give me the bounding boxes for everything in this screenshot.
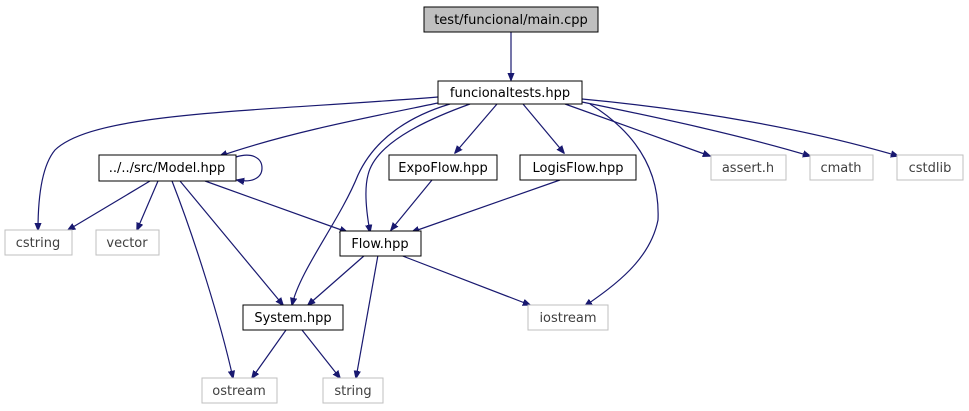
edges-layer [38,32,898,378]
edge-flow-to-system [308,254,366,305]
node-vector[interactable]: vector [95,229,160,256]
edge-flow-to-iostream [399,254,530,305]
node-label: System.hpp [254,311,331,326]
node-string[interactable]: string [322,377,384,404]
edge-model-to-system [179,180,283,305]
node-system-hpp[interactable]: System.hpp [242,304,344,331]
node-label: LogisFlow.hpp [533,161,624,176]
node-label: iostream [539,311,596,326]
node-model-hpp[interactable]: ../../src/Model.hpp [98,154,237,182]
edge-funcionaltests-to-system [292,103,451,305]
edge-expoflow-to-flow [391,179,433,230]
edge-system-to-ostream [252,329,287,378]
edge-funcionaltests-to-flow [366,103,471,232]
node-label: assert.h [722,161,774,176]
edge-logisflow-to-flow [412,179,561,232]
edge-funcionaltests-to-cstdlib [581,98,898,156]
edge-funcionaltests-to-model [220,102,439,156]
node-label: ostream [212,384,266,399]
node-label: vector [106,236,148,251]
edge-model-to-vector [137,180,159,230]
node-cmath[interactable]: cmath [809,154,874,181]
node-main-cpp[interactable]: test/funcional/main.cpp [423,6,599,33]
node-label: ../../src/Model.hpp [109,161,226,176]
node-flow-hpp[interactable]: Flow.hpp [339,230,422,257]
edge-funcionaltests-to-cstring [38,96,439,230]
edge-model-to-flow [204,180,347,232]
edge-flow-to-string [356,254,379,378]
node-expoflow-hpp[interactable]: ExpoFlow.hpp [388,154,498,181]
edge-system-to-string [301,329,340,378]
edge-model-to-ostream [171,180,233,378]
node-label: cstring [16,236,60,251]
node-funcionaltests-hpp[interactable]: funcionaltests.hpp [437,80,583,105]
node-iostream[interactable]: iostream [527,304,609,331]
edge-funcionaltests-to-expoflow [455,103,498,153]
node-cstring[interactable]: cstring [4,229,73,256]
node-label: string [334,384,371,399]
nodes-layer: test/funcional/main.cpp funcionaltests.h… [4,6,964,404]
node-label: Flow.hpp [351,237,408,252]
edge-funcionaltests-to-logisflow [522,103,564,153]
node-ostream[interactable]: ostream [201,377,278,404]
node-label: funcionaltests.hpp [450,86,570,101]
node-logisflow-hpp[interactable]: LogisFlow.hpp [519,154,637,181]
node-label: ExpoFlow.hpp [398,161,487,176]
node-label: test/funcional/main.cpp [434,13,588,28]
edge-model-to-cstring [68,180,151,230]
node-assert-h[interactable]: assert.h [710,154,787,181]
node-cstdlib[interactable]: cstdlib [896,154,964,181]
edge-funcionaltests-to-cmath [581,101,810,156]
edge-funcionaltests-to-iostream [585,103,659,306]
edge-model-self-loop [236,154,263,181]
edge-funcionaltests-to-assert [564,103,710,156]
node-label: cstdlib [909,161,952,176]
node-label: cmath [820,161,861,176]
